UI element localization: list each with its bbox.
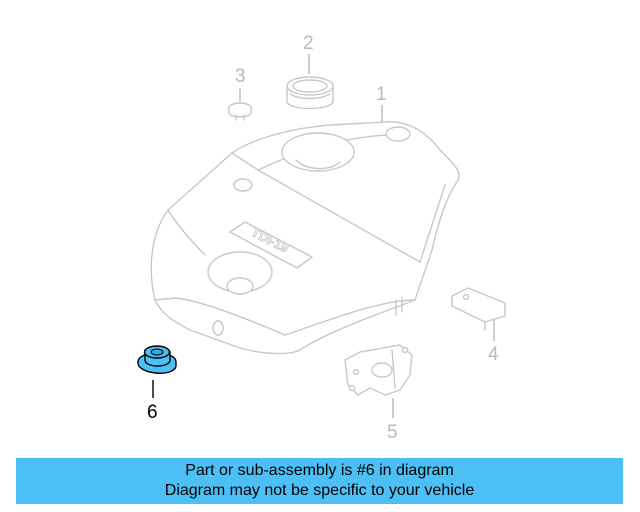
svg-text:4: 4 <box>488 344 499 365</box>
part-6-grommet[interactable] <box>137 345 177 374</box>
part-3-plug[interactable] <box>228 102 252 121</box>
svg-text:6: 6 <box>147 402 158 423</box>
part-5-bracket[interactable] <box>344 344 413 396</box>
part-4-bracket[interactable] <box>451 287 506 331</box>
part-2-filler-cap[interactable] <box>286 76 334 110</box>
svg-text:5: 5 <box>387 422 398 443</box>
callout-4: 4 <box>488 320 499 365</box>
callout-2: 2 <box>303 33 314 74</box>
part-1-engine-cover[interactable]: TDI-19 <box>150 121 460 355</box>
callout-1: 1 <box>376 84 387 122</box>
banner-line-2: Diagram may not be specific to your vehi… <box>164 482 475 499</box>
svg-text:1: 1 <box>376 84 387 105</box>
parts-diagram: TDI-19 <box>137 33 506 443</box>
callout-5: 5 <box>387 398 398 443</box>
banner-line-1: Part or sub-assembly is #6 in diagram <box>185 462 454 479</box>
callout-3: 3 <box>235 66 246 102</box>
svg-text:3: 3 <box>235 66 246 87</box>
svg-text:2: 2 <box>303 33 314 54</box>
info-banner: Part or sub-assembly is #6 in diagram Di… <box>16 458 623 504</box>
callout-6: 6 <box>147 380 158 423</box>
